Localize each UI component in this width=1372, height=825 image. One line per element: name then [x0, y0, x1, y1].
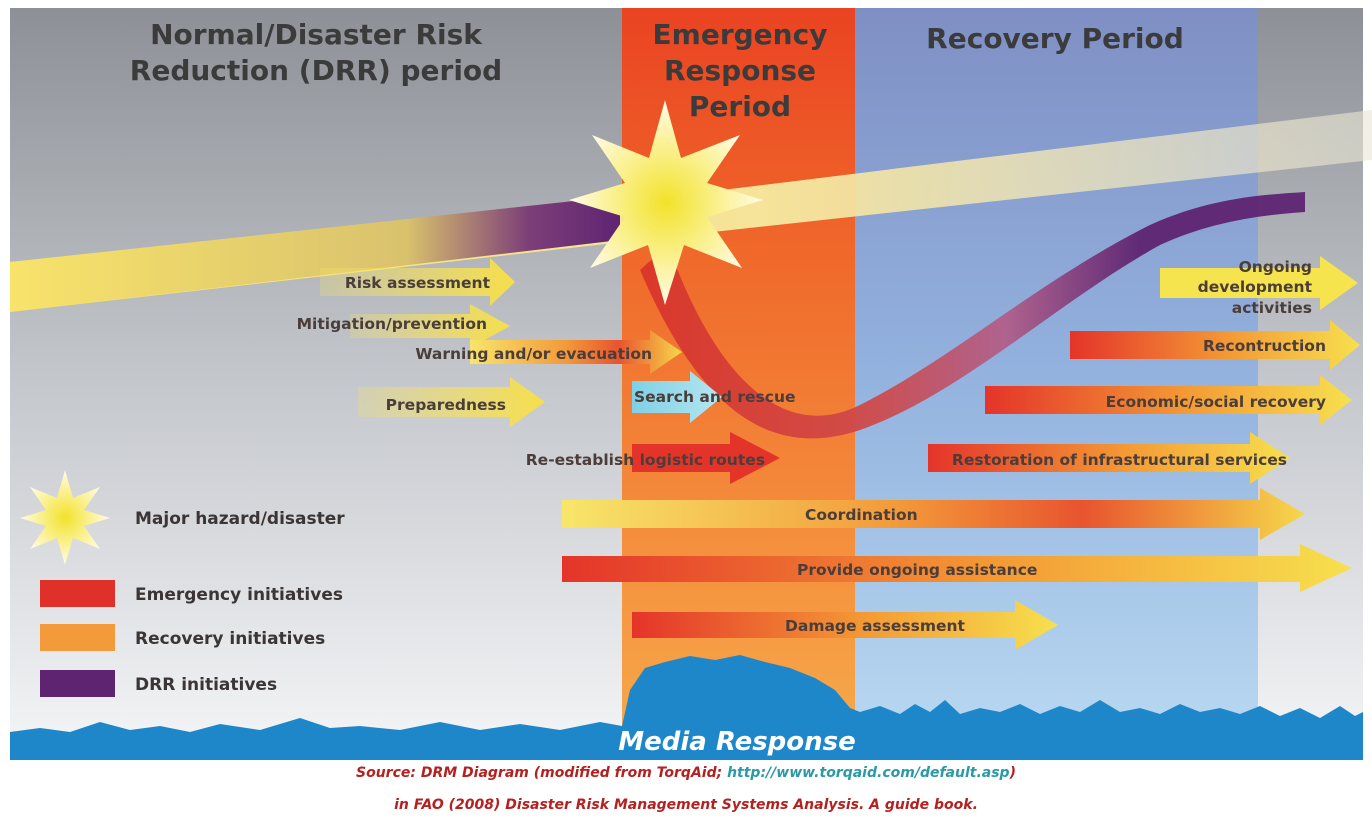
impact-recovery-curve — [640, 192, 1305, 439]
emergency-period-title: Emergency — [653, 18, 828, 51]
media-response-wave — [10, 655, 1363, 760]
ongoing-assistance-arrow — [562, 544, 1352, 592]
major-hazard-star — [569, 100, 763, 305]
ongoing-dev-label-3: activities — [1232, 299, 1312, 317]
damage-assessment-arrow — [632, 600, 1058, 650]
ongoing-dev-label-2: development — [1198, 278, 1313, 296]
recovery-period-title: Recovery Period — [926, 22, 1184, 55]
coordination-arrow — [562, 488, 1305, 540]
warning-label: Warning and/or evacuation — [415, 345, 652, 363]
risk-assessment-label: Risk assessment — [345, 274, 491, 292]
logistic-routes-arrow — [632, 432, 780, 484]
ongoing-dev-label-1: Ongoing — [1239, 258, 1312, 276]
mitigation-arrow — [350, 304, 510, 348]
legend-drr-label: DRR initiatives — [135, 675, 277, 695]
legend-drr-swatch — [40, 670, 115, 697]
coordination-label: Coordination — [805, 506, 918, 524]
legend-recovery-label: Recovery initiatives — [135, 629, 325, 649]
legend-emergency-swatch — [40, 580, 115, 607]
mitigation-label: Mitigation/prevention — [297, 315, 487, 333]
economic-social-arrow — [985, 375, 1352, 425]
ongoing-dev-arrow — [1160, 256, 1358, 310]
legend-emergency-label: Emergency initiatives — [135, 585, 343, 605]
drr-period-title: Normal/Disaster Risk — [150, 18, 483, 51]
media-response-label: Media Response — [618, 727, 856, 757]
source-line-2: in FAO (2008) Disaster Risk Management S… — [394, 797, 978, 813]
restoration-arrow — [928, 432, 1290, 484]
legend: Major hazard/disaster Emergency initiati… — [20, 470, 345, 697]
reconstruction-label: Recontruction — [1203, 337, 1326, 355]
legend-recovery-swatch — [40, 624, 115, 651]
preparedness-label: Preparedness — [386, 396, 506, 414]
legend-hazard-label: Major hazard/disaster — [135, 509, 345, 529]
ongoing-assistance-label: Provide ongoing assistance — [797, 561, 1037, 579]
preparedness-arrow — [358, 377, 545, 427]
risk-assessment-arrow — [320, 258, 515, 306]
logistic-routes-label: Re-establish logistic routes — [526, 451, 765, 469]
drr-period-title-2: Reduction (DRR) period — [130, 54, 502, 87]
damage-assessment-label: Damage assessment — [785, 617, 966, 635]
warning-arrow — [470, 330, 682, 374]
search-rescue-label: Search and rescue — [634, 388, 796, 406]
drr-band-left — [10, 196, 620, 312]
source-link[interactable]: http://www.torqaid.com/default.asp — [727, 765, 1010, 781]
drr-period-zone — [10, 8, 622, 738]
source-line-1: Source: DRM Diagram (modified from TorqA… — [356, 765, 1016, 781]
activity-arrows — [320, 256, 1360, 650]
search-rescue-arrow — [632, 371, 722, 423]
legend-hazard-star-icon — [20, 470, 110, 565]
emergency-period-title-3: Period — [689, 90, 791, 123]
emergency-period-title-2: Response — [664, 54, 816, 87]
restoration-label: Restoration of infrastructural services — [952, 451, 1287, 469]
reconstruction-arrow — [1070, 320, 1360, 370]
economic-social-label: Economic/social recovery — [1106, 393, 1326, 411]
